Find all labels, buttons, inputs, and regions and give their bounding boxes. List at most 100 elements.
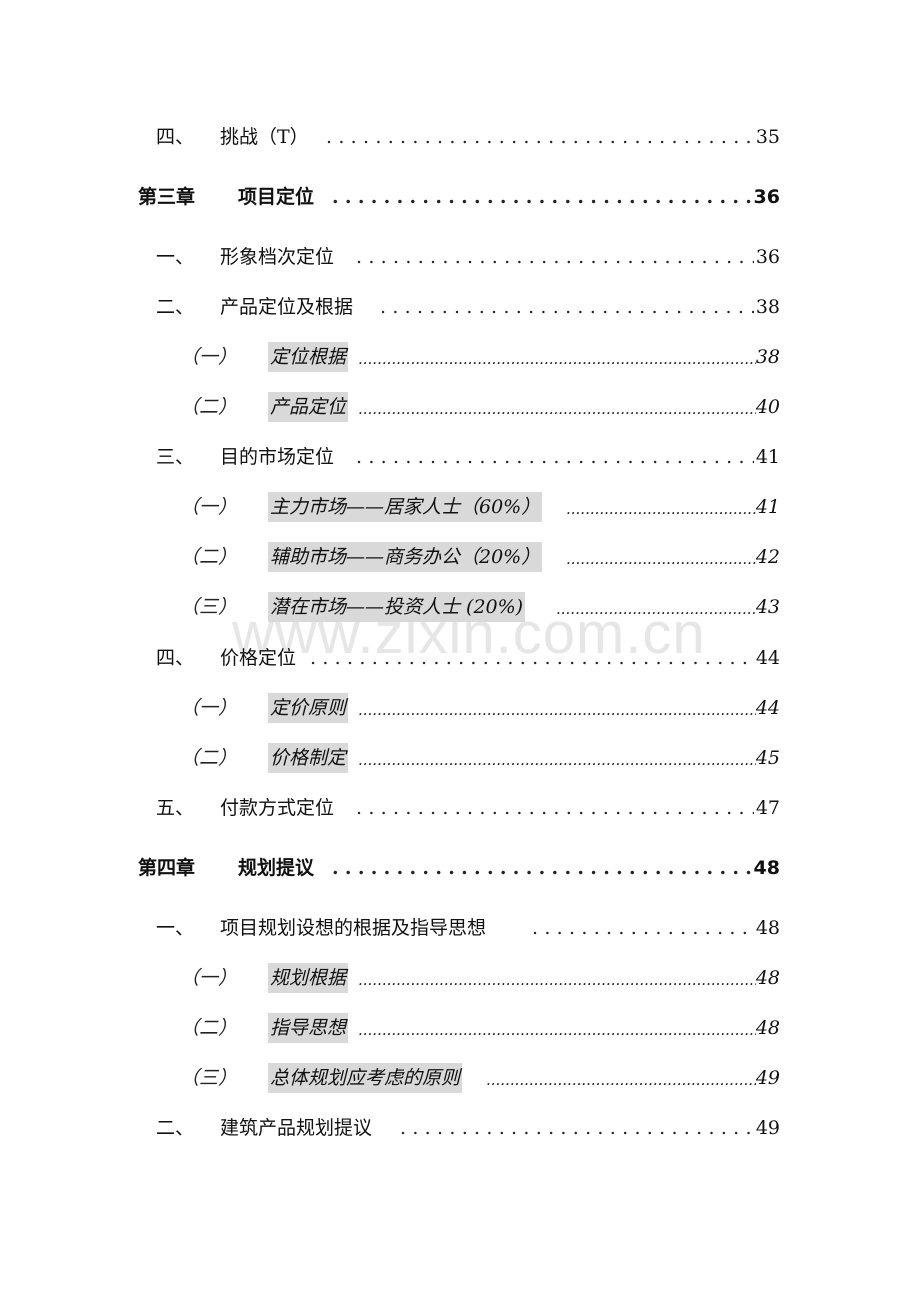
toc-entry[interactable]: （二） 价格制定 ...............................… — [0, 741, 920, 775]
toc-entry[interactable]: （三） 总体规划应考虑的原则 .........................… — [0, 1061, 920, 1095]
toc-number: 二、 — [156, 1117, 195, 1139]
toc-title: 总体规划应考虑的原则 — [268, 1063, 463, 1093]
toc-leader: ........................................… — [356, 797, 754, 819]
toc-leader: ........................................… — [356, 246, 754, 268]
toc-page: 49 — [755, 1067, 780, 1089]
toc-leader: ........................................… — [380, 296, 754, 318]
toc-leader: ........................................… — [358, 350, 756, 368]
toc-page: 38 — [755, 296, 780, 318]
toc-number: （一） — [180, 496, 238, 518]
toc-number: （二） — [180, 747, 238, 769]
toc-number: 第三章 — [138, 186, 196, 208]
toc-entry[interactable]: 一、 项目规划设想的根据及指导思想 ......................… — [0, 911, 920, 945]
toc-entry[interactable]: （二） 辅助市场——商务办公（20%） ....................… — [0, 540, 920, 574]
toc-page: 38 — [755, 346, 780, 368]
toc-page: 48 — [755, 917, 780, 939]
toc-leader: ........................................… — [310, 647, 754, 669]
toc-entry[interactable]: 二、 产品定位及根据 .............................… — [0, 290, 920, 324]
toc-title: 主力市场——居家人士（60%） — [268, 492, 543, 522]
toc-title: 形象档次定位 — [220, 246, 335, 268]
toc-leader: ........................................… — [358, 701, 756, 719]
toc-page: 35 — [755, 126, 780, 148]
toc-number: 一、 — [156, 246, 195, 268]
toc-entry[interactable]: 四、 价格定位 ................................… — [0, 641, 920, 675]
toc-leader: ........................................… — [358, 1021, 756, 1039]
toc-title: 价格定位 — [220, 647, 297, 669]
toc-entry[interactable]: （二） 指导思想 ...............................… — [0, 1011, 920, 1045]
toc-title: 辅助市场——商务办公（20%） — [268, 542, 543, 572]
toc-page: 36 — [753, 186, 780, 208]
toc-title: 建筑产品规划提议 — [220, 1117, 373, 1139]
toc-title: 产品定位 — [268, 392, 349, 422]
toc-title: 项目定位 — [238, 186, 315, 208]
toc-page: 41 — [755, 496, 780, 518]
toc-title: 付款方式定位 — [220, 797, 335, 819]
toc-number: 四、 — [156, 126, 195, 148]
toc-leader: ........................................… — [556, 600, 756, 618]
toc-number: （二） — [180, 1017, 238, 1039]
toc-title: 挑战（T） — [220, 126, 309, 148]
toc-title: 定位根据 — [268, 342, 349, 372]
toc-entry[interactable]: 五、 付款方式定位 ..............................… — [0, 791, 920, 825]
toc-leader: ........................................… — [566, 550, 756, 568]
toc-page: 48 — [755, 1017, 780, 1039]
toc-entry[interactable]: 二、 建筑产品规划提议 ............................… — [0, 1111, 920, 1145]
toc-title: 项目规划设想的根据及指导思想 — [220, 917, 487, 939]
toc-title: 规划根据 — [268, 963, 349, 993]
toc-number: （一） — [180, 346, 238, 368]
toc-title: 产品定位及根据 — [220, 296, 354, 318]
toc-leader: ........................................… — [358, 400, 756, 418]
toc-number: 一、 — [156, 917, 195, 939]
toc-number: 三、 — [156, 446, 195, 468]
toc-entry[interactable]: 第三章 项目定位 ...............................… — [0, 180, 920, 214]
toc-page: 44 — [755, 647, 780, 669]
toc-page: 41 — [755, 446, 780, 468]
toc-page: 48 — [753, 857, 780, 879]
toc-number: 第四章 — [138, 857, 196, 879]
toc-page: 45 — [755, 747, 780, 769]
toc-number: 五、 — [156, 797, 195, 819]
toc-entry[interactable]: （一） 规划根据 ...............................… — [0, 961, 920, 995]
toc-leader: ........................................… — [486, 1071, 756, 1089]
toc-number: （一） — [180, 697, 238, 719]
toc-leader: ........................................… — [400, 1117, 754, 1139]
toc-number: （一） — [180, 967, 238, 989]
toc-page: 48 — [755, 967, 780, 989]
toc-title: 目的市场定位 — [220, 446, 335, 468]
toc-leader: ........................................… — [358, 751, 756, 769]
toc-title: 价格制定 — [268, 743, 349, 773]
toc-leader: ........................................… — [566, 500, 756, 518]
toc-entry[interactable]: 四、 挑战（T） ...............................… — [0, 120, 920, 154]
toc-title: 规划提议 — [238, 857, 315, 879]
toc-number: （三） — [180, 596, 238, 618]
toc-title: 潜在市场——投资人士 (20%) — [268, 592, 526, 622]
toc-page: 40 — [755, 396, 780, 418]
toc-number: 二、 — [156, 296, 195, 318]
toc-page: 36 — [755, 246, 780, 268]
toc-title: 定价原则 — [268, 693, 349, 723]
toc-page: 49 — [755, 1117, 780, 1139]
toc-entry[interactable]: （一） 定位根据 ...............................… — [0, 340, 920, 374]
toc-entry[interactable]: （一） 定价原则 ...............................… — [0, 691, 920, 725]
toc-page: 44 — [755, 697, 780, 719]
toc-page: 43 — [755, 596, 780, 618]
toc-leader: ........................................… — [332, 857, 756, 879]
toc-entry[interactable]: 三、 目的市场定位 ..............................… — [0, 440, 920, 474]
toc-title: 指导思想 — [268, 1013, 349, 1043]
toc-leader: ........................................… — [356, 446, 754, 468]
toc-number: 四、 — [156, 647, 195, 669]
toc-page: 47 — [755, 797, 780, 819]
toc-leader: ........................................… — [532, 917, 754, 939]
toc-entry[interactable]: （二） 产品定位 ...............................… — [0, 390, 920, 424]
toc-entry[interactable]: （三） 潜在市场——投资人士 (20%) ...................… — [0, 590, 920, 624]
toc-entry[interactable]: （一） 主力市场——居家人士（60%） ....................… — [0, 490, 920, 524]
toc-page: 42 — [755, 546, 780, 568]
toc-leader: ........................................… — [332, 186, 756, 208]
toc-entry[interactable]: 第四章 规划提议 ...............................… — [0, 851, 920, 885]
toc-entry[interactable]: 一、 形象档次定位 ..............................… — [0, 240, 920, 274]
toc-leader: ........................................… — [358, 971, 756, 989]
toc-number: （三） — [180, 1067, 238, 1089]
toc-number: （二） — [180, 396, 238, 418]
toc-leader: ........................................… — [326, 126, 754, 148]
